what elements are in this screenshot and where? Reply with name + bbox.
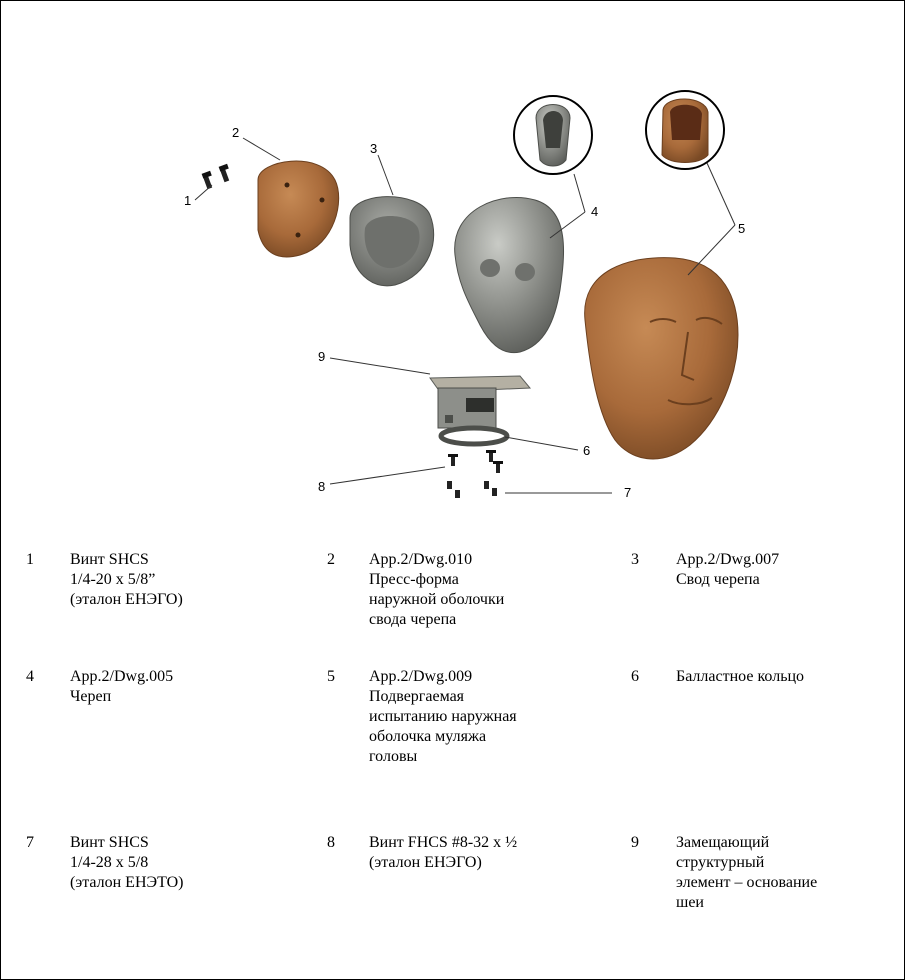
skull-interior-inset <box>514 96 592 174</box>
vault-mold-part <box>258 161 339 257</box>
callout-9: 9 <box>318 349 325 364</box>
callout-2: 2 <box>232 125 239 140</box>
callout-1: 1 <box>184 193 191 208</box>
legend-item-number: 8 <box>327 833 335 853</box>
screws-shcs-7-part <box>447 481 497 498</box>
legend-item-number: 5 <box>327 667 335 687</box>
legend-item-number: 2 <box>327 550 335 570</box>
exploded-head-diagram: 1 2 3 4 5 9 6 8 7 <box>0 0 905 520</box>
screws-fhcs-8-part <box>448 450 503 473</box>
callout-7: 7 <box>624 485 631 500</box>
callout-6: 6 <box>583 443 590 458</box>
callout-5: 5 <box>738 221 745 236</box>
legend-item-number: 3 <box>631 550 639 570</box>
legend-item-text: Винт SHCS 1/4-20 x 5/8” (эталон ЕНЭГО) <box>70 550 183 610</box>
legend-item-text: Винт FHCS #8-32 x ½ (эталон ЕНЭГО) <box>369 833 517 873</box>
legend-item-text: App.2/Dwg.005 Череп <box>70 667 173 707</box>
legend-item-number: 7 <box>26 833 34 853</box>
legend-item-text: Винт SHCS 1/4-28 x 5/8 (эталон ЕНЭТО) <box>70 833 184 893</box>
screw-shcs-1-part <box>202 164 230 190</box>
legend-item-number: 6 <box>631 667 639 687</box>
legend-item-text: App.2/Dwg.009 Подвергаемая испытанию нар… <box>369 667 517 767</box>
legend-item-text: Балластное кольцо <box>676 667 804 687</box>
legend-item-text: App.2/Dwg.010 Пресс-форма наружной оболо… <box>369 550 504 630</box>
callout-4: 4 <box>591 204 598 219</box>
skull-cap-part <box>350 197 434 286</box>
callout-8: 8 <box>318 479 325 494</box>
skull-part <box>455 197 564 352</box>
legend-item-text: Замещающий структурный элемент – основан… <box>676 833 817 913</box>
callout-3: 3 <box>370 141 377 156</box>
ballast-ring-part <box>441 428 507 444</box>
legend-item-number: 1 <box>26 550 34 570</box>
legend-item-number: 4 <box>26 667 34 687</box>
head-skin-part <box>585 258 738 459</box>
neck-base-part <box>430 376 530 428</box>
legend-item-number: 9 <box>631 833 639 853</box>
legend-item-text: App.2/Dwg.007 Свод черепа <box>676 550 779 590</box>
head-skin-interior-inset <box>646 91 724 169</box>
